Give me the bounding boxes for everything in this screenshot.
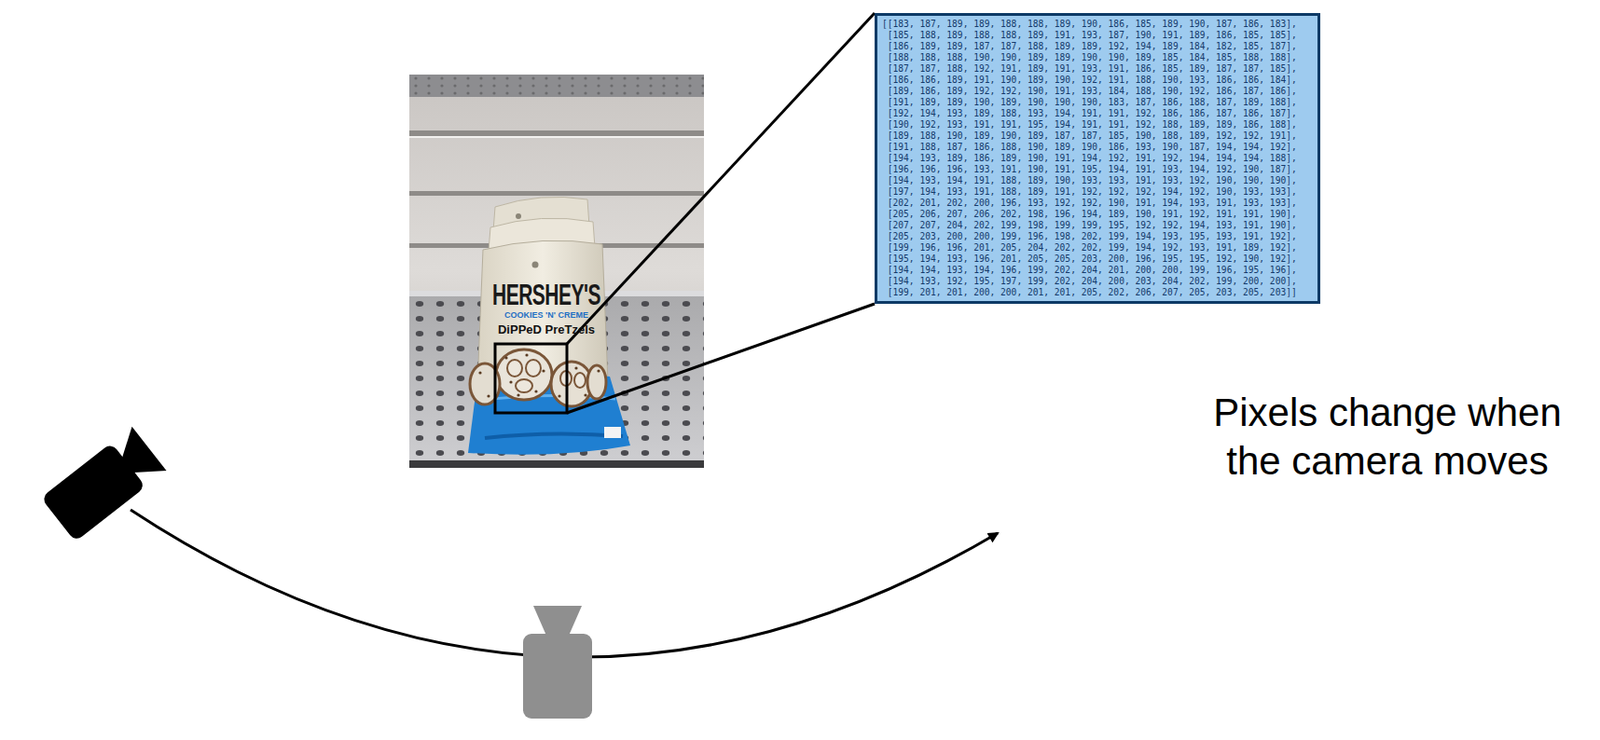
shelf-photo <box>409 74 704 469</box>
product-text: DiPPeD PreTzels <box>497 322 595 337</box>
shelf-front <box>409 460 704 469</box>
matrix-values: [[183, 187, 189, 189, 188, 188, 189, 190… <box>882 18 1313 299</box>
caption-note: Pixels change when the camera moves <box>1196 388 1579 486</box>
camera-icon-faded <box>523 606 593 719</box>
back-wall <box>409 74 704 469</box>
zoom-leader-line <box>566 13 875 345</box>
shelf-bar <box>409 191 704 196</box>
camera-path-arrow <box>130 510 998 658</box>
zoom-leader-line <box>566 303 875 414</box>
shelf-bar-shine <box>409 136 704 138</box>
shelf-bar <box>409 130 704 137</box>
pixel-matrix-panel: [[183, 187, 189, 189, 188, 188, 189, 190… <box>874 13 1321 304</box>
zoom-square <box>495 344 567 414</box>
flavor-text: COOKIES 'N' CREME <box>504 310 589 320</box>
upper-shelf-holes <box>409 74 704 97</box>
brand-text: HERSHEY'S <box>492 279 601 313</box>
pretzels <box>469 349 607 407</box>
upper-shelf <box>409 74 704 97</box>
camera-icon <box>41 427 167 543</box>
